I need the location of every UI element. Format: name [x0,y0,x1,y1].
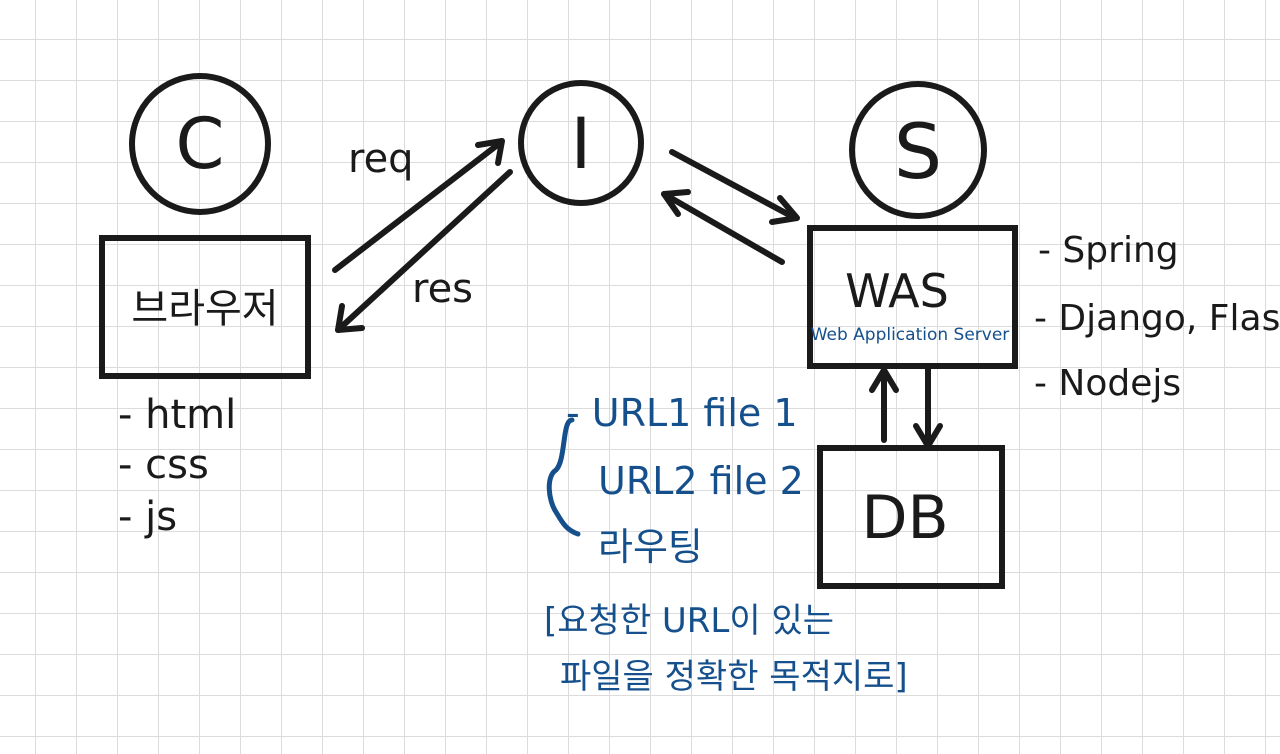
internet-to-server-arrow [669,149,800,225]
was-to-db-arrow [913,365,943,449]
client-letter: C [176,103,225,185]
server-circle [849,81,987,219]
framework-item-spring: - Spring [1038,230,1179,271]
server-letter: S [894,107,942,196]
routing-description-line2: 파일을 정확한 목적지로] [560,657,908,697]
request-label: req [348,136,414,182]
framework-item-django-flask: - Django, Flask [1034,298,1280,339]
browser-tech-list: - html - css - js [118,392,236,540]
routing-description-line1: [요청한 URL이 있는 [544,601,834,641]
routing-line-title: 라우팅 [598,525,703,569]
browser-box: 브라우저 [99,235,311,379]
client-circle [129,73,271,215]
was-label: WAS [845,264,949,318]
routing-line-url1: - URL1 file 1 [566,391,798,435]
browser-item-html: - html [118,392,236,438]
was-box: WAS Web Application Server [807,225,1018,369]
server-node: S [849,81,987,219]
internet-letter: I [571,103,592,185]
was-framework-list: - Spring - Django, Flask - Nodejs [1034,230,1280,404]
client-node: C [129,73,271,215]
browser-item-js: - js [118,494,177,540]
db-label: DB [861,483,948,553]
server-to-internet-arrow [661,189,785,265]
framework-item-nodejs: - Nodejs [1034,363,1181,404]
db-to-was-arrow [869,367,899,443]
was-box-frame [807,225,1018,369]
db-box: DB [817,445,1005,589]
browser-label: 브라우저 [131,286,278,332]
routing-line-url2: URL2 file 2 [598,459,804,503]
browser-item-css: - css [118,442,209,488]
internet-circle [518,80,644,206]
was-sublabel: Web Application Server [811,325,1010,345]
db-box-frame [817,445,1005,589]
routing-note: - URL1 file 1 URL2 file 2 라우팅 [요청한 URL이 … [544,391,908,697]
response-label: res [412,266,473,312]
request-arrow [332,138,505,273]
response-arrow [335,169,513,333]
browser-box-frame [99,235,311,379]
internet-node: I [518,80,644,206]
routing-brace [546,417,581,537]
